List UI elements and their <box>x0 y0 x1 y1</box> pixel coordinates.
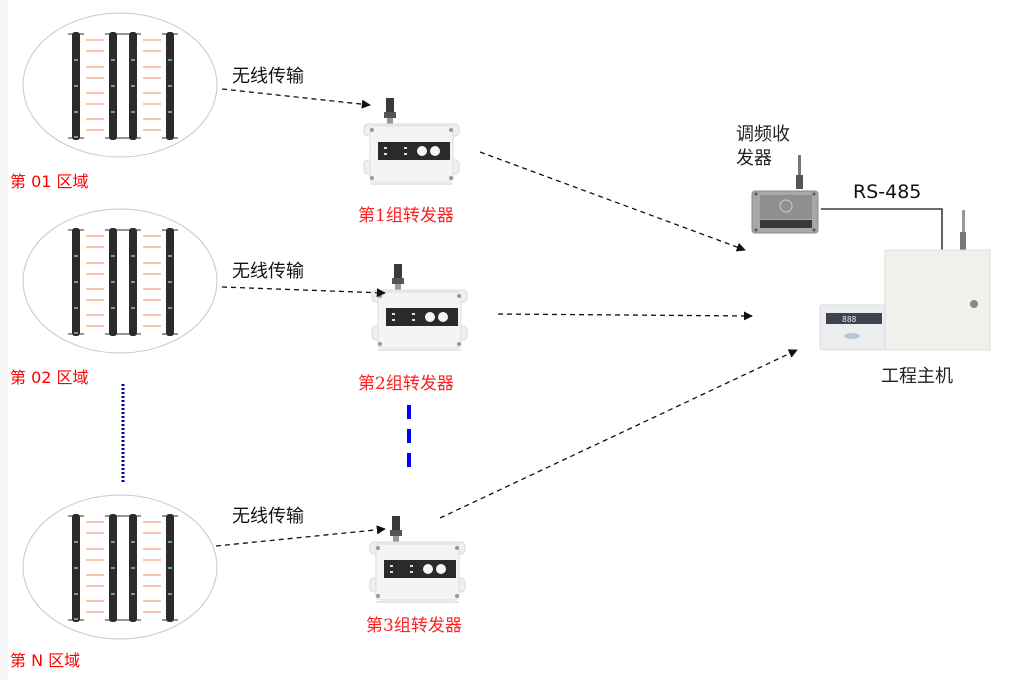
relay-1-to-transceiver-arrow <box>479 151 746 252</box>
zone-02-label: 第 02 区域 <box>10 368 89 387</box>
zone-n-beam-detectors <box>22 494 218 640</box>
zone-01-label: 第 01 区域 <box>10 172 89 191</box>
zone-n-label: 第 N 区域 <box>10 651 81 670</box>
left-margin-strip <box>0 0 8 680</box>
relay-2-to-host-arrow <box>497 311 753 321</box>
zone-02-beam-detectors <box>22 208 218 354</box>
transceiver-label-line1: 调频收 <box>736 124 790 145</box>
relay-1-device <box>363 97 460 185</box>
host-label: 工程主机 <box>881 366 953 387</box>
wireless-label-2: 无线传输 <box>232 261 304 282</box>
relay-2-label: 第2组转发器 <box>358 374 454 394</box>
relay-1-label: 第1组转发器 <box>358 206 454 226</box>
zone-01-beam-detectors <box>22 12 218 158</box>
fm-transceiver-device <box>751 155 819 234</box>
relay-2-device <box>371 263 468 351</box>
host-controller-device: 888 <box>819 210 991 351</box>
relay-3-label: 第3组转发器 <box>366 616 462 636</box>
relay-3-to-host-arrow <box>439 349 798 519</box>
relay-3-device <box>369 515 466 603</box>
wireless-arrow-2 <box>221 286 386 298</box>
rs485-bus-line <box>821 208 943 252</box>
wireless-arrow-1 <box>221 88 371 109</box>
transceiver-label-line2: 发器 <box>736 148 772 169</box>
wireless-label-3: 无线传输 <box>232 506 304 527</box>
svg-text:888: 888 <box>842 315 857 324</box>
rs485-label: RS-485 <box>853 181 922 203</box>
wireless-label-1: 无线传输 <box>232 66 304 87</box>
wireless-arrow-3 <box>215 525 386 547</box>
